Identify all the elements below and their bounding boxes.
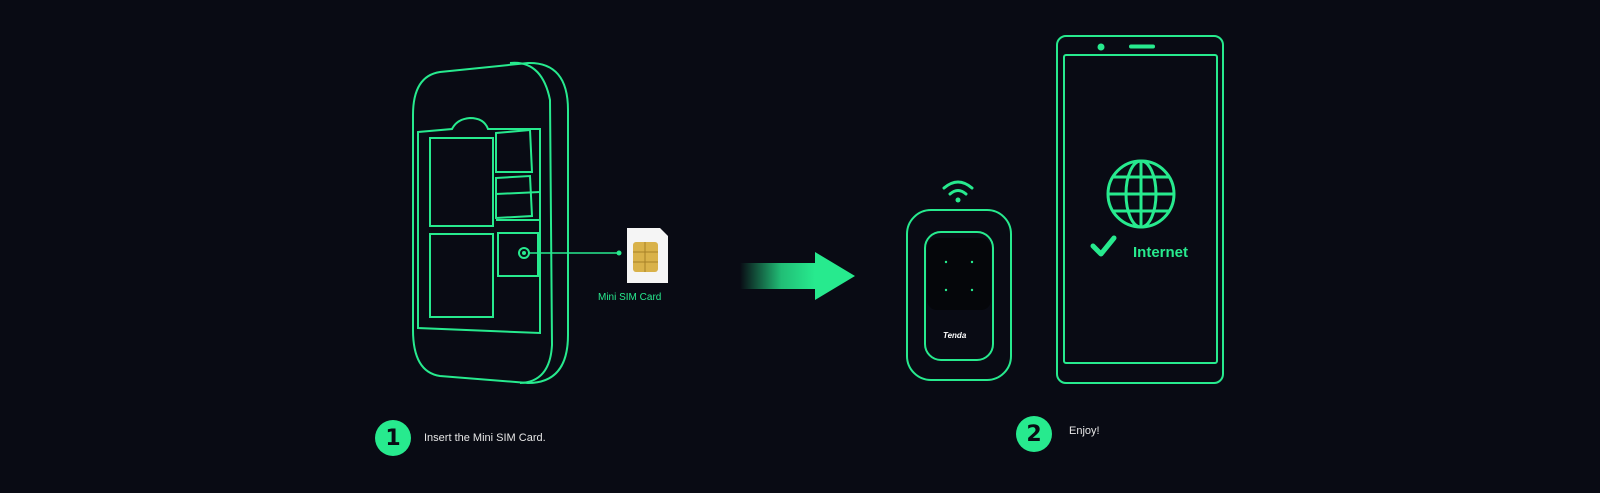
- phone-speaker: [1129, 44, 1155, 49]
- internet-label: Internet: [1133, 244, 1189, 261]
- wifi-icon: [942, 180, 974, 203]
- router-back-illustration: [412, 61, 569, 385]
- router-status-leds: [944, 260, 974, 292]
- arrow-right-icon: [740, 252, 855, 300]
- globe-icon: [1106, 159, 1176, 229]
- step-1-text: Insert the Mini SIM Card.: [424, 432, 546, 444]
- step-1-badge: 1: [375, 420, 411, 456]
- step-2-text: Enjoy!: [1069, 424, 1100, 437]
- phone-illustration: [1056, 35, 1224, 384]
- phone-camera: [1097, 43, 1105, 51]
- pocket-router-illustration: [906, 209, 1012, 381]
- checkmark-icon: [1090, 235, 1117, 257]
- step-2-badge: 2: [1016, 416, 1052, 452]
- sim-card-icon: [627, 228, 668, 283]
- sim-card-label: Mini SIM Card: [598, 292, 662, 303]
- step-2: 2 Enjoy!: [1016, 416, 1100, 452]
- brand-logo-text: Tenda: [943, 331, 967, 340]
- step-1: 1 Insert the Mini SIM Card.: [375, 420, 546, 456]
